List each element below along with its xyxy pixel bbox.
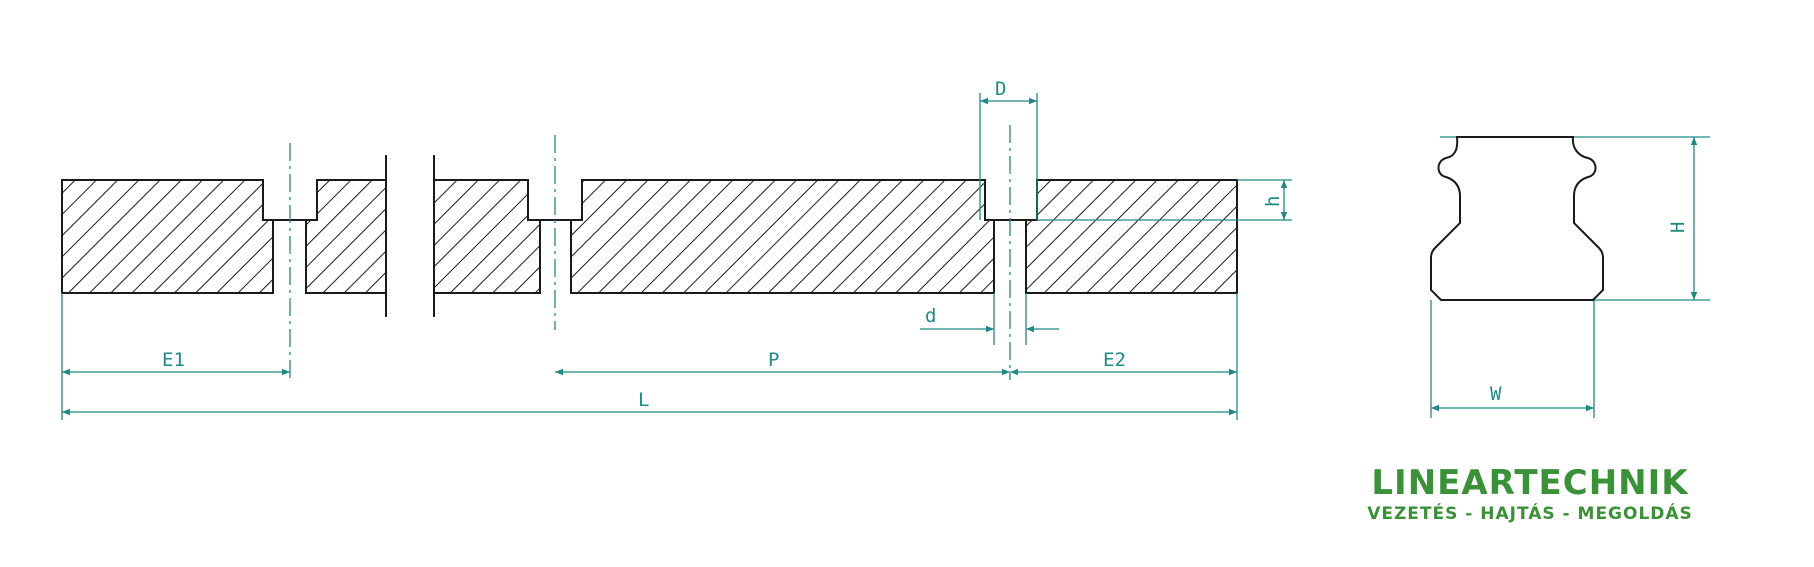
label-W: W (1490, 383, 1502, 405)
label-l: L (638, 389, 649, 411)
rail-section-left (61, 155, 387, 317)
dimension-labels: E1 P E2 L D d h H W (162, 78, 1689, 411)
label-D: D (995, 78, 1006, 100)
label-p: P (768, 349, 779, 371)
logo-tagline: VEZETÉS - HAJTÁS - MEGOLDÁS (1367, 502, 1693, 524)
label-h: h (1262, 196, 1284, 207)
dimension-lines (61, 93, 1710, 420)
rail-left-outline (61, 179, 386, 294)
label-d: d (925, 305, 936, 327)
label-H: H (1667, 222, 1689, 233)
logo-name: LINEARTECHNIK (1371, 463, 1689, 503)
rail-right-hatch (434, 180, 1237, 293)
rail-profile-cross-section (1430, 136, 1604, 301)
center-lines (289, 125, 1011, 380)
lineartechnik-logo: LINEARTECHNIK VEZETÉS - HAJTÁS - MEGOLDÁ… (1367, 463, 1693, 524)
rail-left-hatch (62, 180, 386, 293)
label-e1: E1 (162, 349, 185, 371)
label-e2: E2 (1103, 349, 1126, 371)
